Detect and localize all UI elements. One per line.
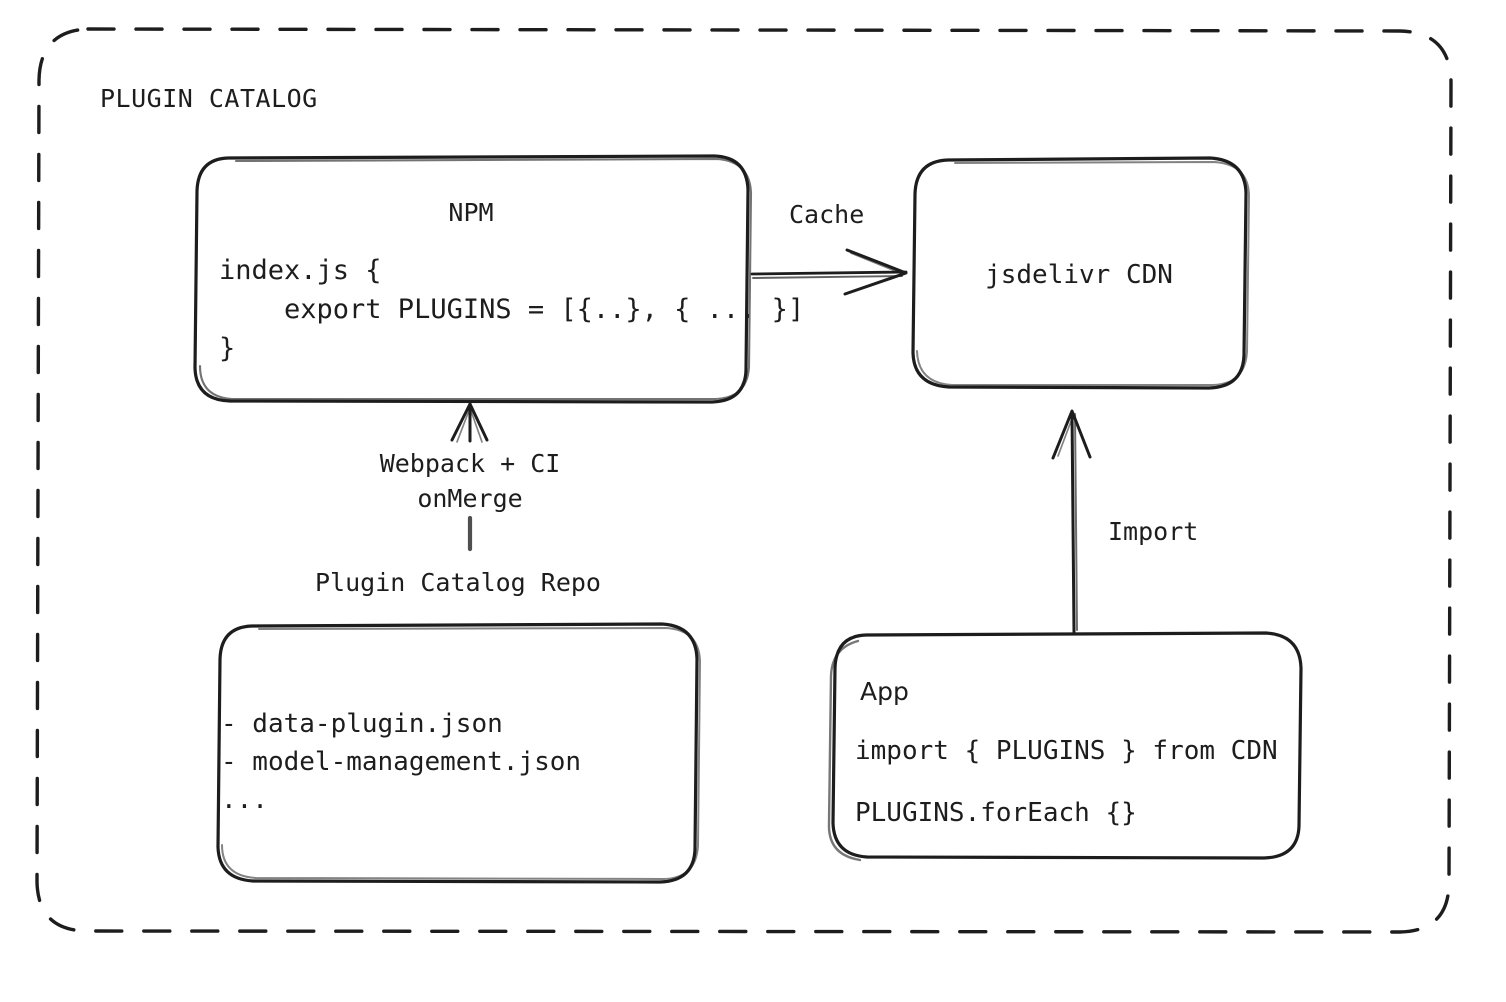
npm-code-line-1: index.js { — [219, 255, 382, 286]
cdn-box-border — [911, 156, 1250, 390]
outer-container-border — [35, 27, 1453, 934]
app-box-border — [827, 631, 1303, 862]
app-node-title: App — [860, 677, 909, 706]
repo-box-border — [216, 622, 701, 884]
npm-code-line-2: export PLUGINS = [{..}, { ... }] — [219, 294, 805, 325]
repo-node-caption: Plugin Catalog Repo — [315, 568, 601, 597]
build-edge-label-line-1: Webpack + CI — [379, 449, 561, 478]
cache-arrow — [750, 248, 908, 296]
repo-list-item-2: - model-management.json — [221, 747, 582, 777]
page-title: PLUGIN CATALOG — [100, 84, 318, 113]
cache-edge-label: Cache — [789, 200, 865, 229]
npm-box-border — [193, 154, 753, 404]
app-code-line-1: import { PLUGINS } from CDN — [855, 736, 1278, 766]
repo-list-item-3: ... — [221, 785, 268, 815]
build-edge-label-line-2: onMerge — [417, 484, 523, 513]
npm-node-title: NPM — [448, 198, 494, 227]
cdn-node-title: jsdelivr CDN — [985, 260, 1173, 290]
app-code-line-2: PLUGINS.forEach {} — [855, 798, 1137, 828]
npm-code-line-3: } — [219, 333, 236, 364]
import-edge-label: Import — [1108, 517, 1199, 546]
repo-list-item-1: - data-plugin.json — [221, 709, 503, 739]
build-arrow — [450, 402, 489, 552]
import-arrow — [1051, 409, 1092, 634]
